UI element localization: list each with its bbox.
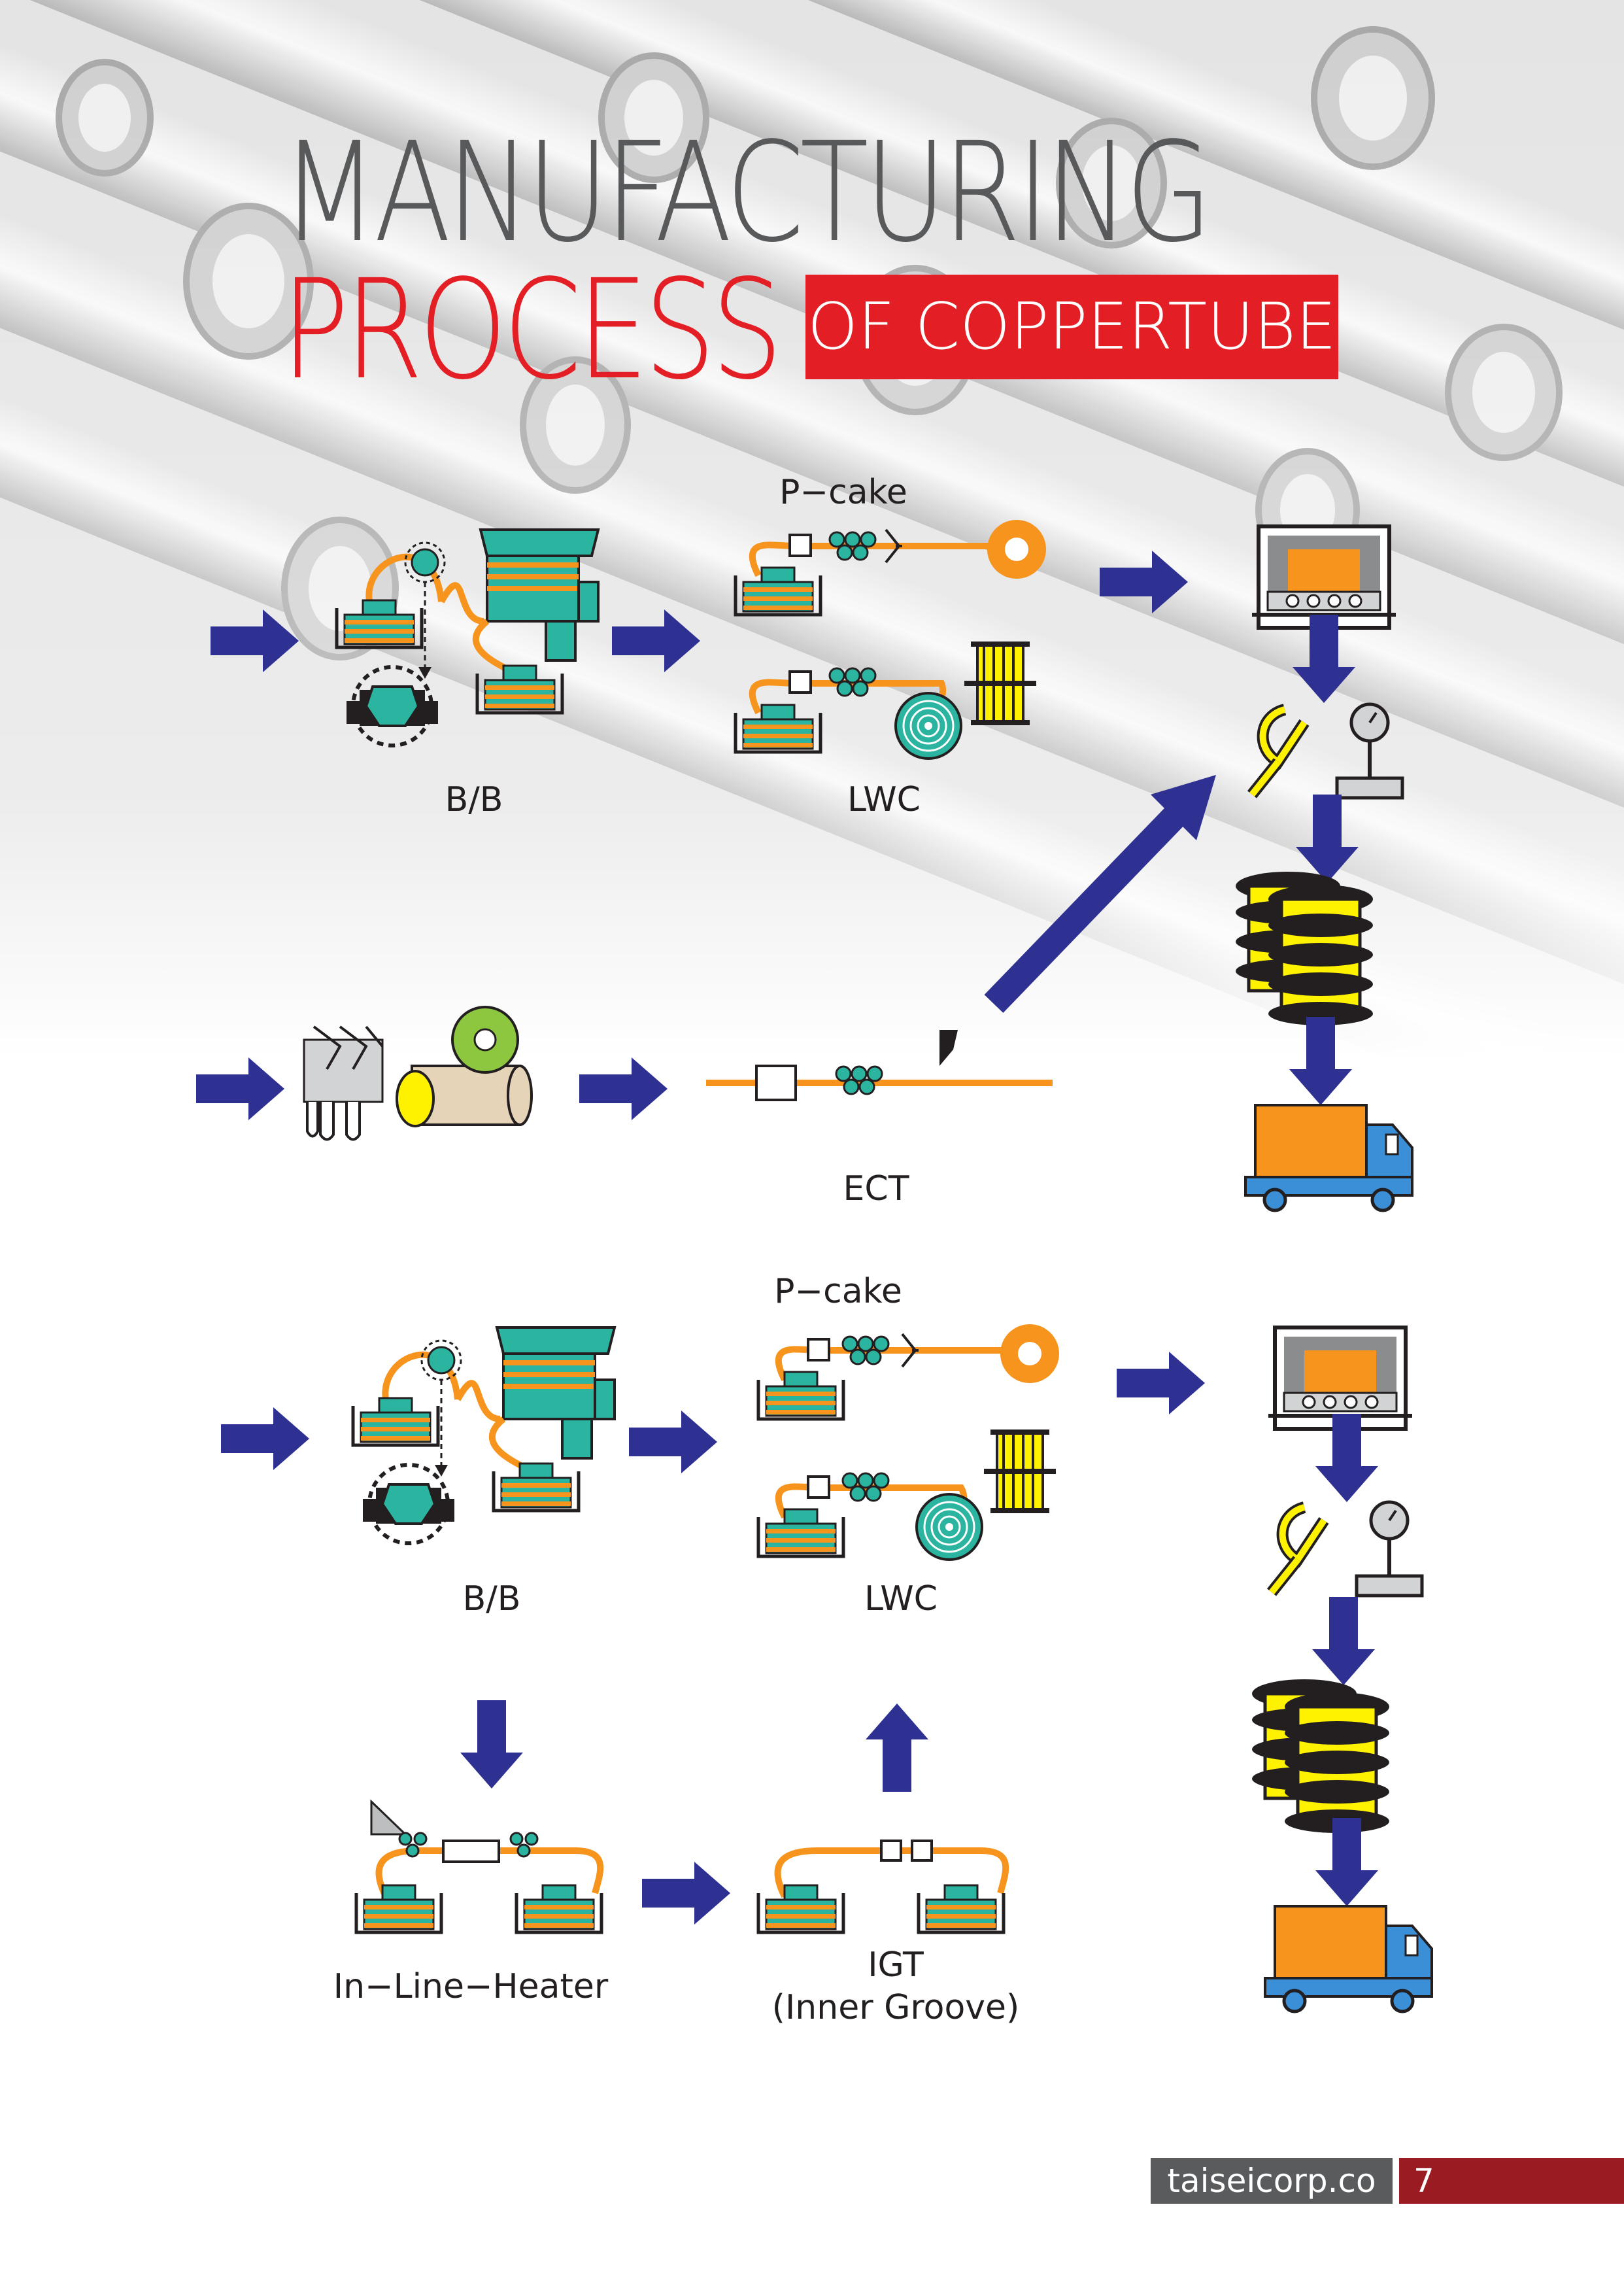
igt-line: [758, 1840, 1009, 1932]
furnace-top: [1252, 526, 1396, 628]
arrow-bb-to-lwc-bottom: [629, 1411, 717, 1473]
bb-machine-top: [337, 530, 598, 745]
truck-top: [1245, 1105, 1412, 1210]
arrow-billet-to-ect: [579, 1057, 668, 1120]
footer-website: taiseicorp.co: [1151, 2158, 1393, 2204]
furnace-bottom: [1268, 1327, 1412, 1429]
lwc-line-bottom: [758, 1432, 1056, 1561]
lwc-line-top: [736, 644, 1036, 760]
coil-stack-bottom: [1252, 1679, 1389, 1833]
truck-bottom: [1265, 1906, 1432, 2012]
arrow-down-bb-to-heater: [460, 1700, 523, 1789]
pcake-line-bottom: [758, 1324, 1059, 1419]
billet-icon: [396, 1006, 533, 1127]
coil-stack-top: [1236, 872, 1373, 1025]
label-lwc-top: LWC: [847, 780, 921, 819]
bb-machine-bottom: [353, 1327, 615, 1543]
inspection-tools-top: [1252, 704, 1402, 798]
label-lwc-bottom: LWC: [864, 1579, 938, 1618]
label-bb-bottom: B/B: [463, 1579, 521, 1618]
arrow-start-1: [211, 609, 299, 672]
ect-line: [706, 1030, 1053, 1101]
arrow-down-1c: [1289, 1017, 1352, 1105]
label-ect: ECT: [843, 1169, 909, 1208]
arrow-up-igt-to-lwc: [866, 1703, 928, 1792]
arrow-start-2: [221, 1407, 309, 1470]
arrow-ect-to-inspection: [984, 775, 1216, 1013]
page-number: 7: [1399, 2158, 1624, 2204]
pcake-line-top: [736, 520, 1046, 615]
casting-icon: [303, 1025, 384, 1141]
arrow-down-1b: [1296, 795, 1359, 883]
title-process: PROCESS: [281, 250, 783, 410]
arrow-down-2b: [1312, 1597, 1375, 1685]
arrow-lwc-to-furnace-bottom: [1117, 1352, 1205, 1414]
label-igt-inner-groove: (Inner Groove): [772, 1988, 1020, 2027]
title-subtag: OF COPPERTUBE: [805, 275, 1338, 379]
arrow-heater-to-igt: [642, 1862, 730, 1925]
inline-heater-line: [356, 1799, 604, 1932]
label-pcake-top: P−cake: [779, 473, 907, 512]
inspection-tools-bottom: [1272, 1502, 1422, 1596]
arrow-lwc-to-furnace-top: [1100, 551, 1188, 613]
label-inline-heater: In−Line−Heater: [333, 1967, 609, 2006]
label-pcake-bottom: P−cake: [774, 1272, 902, 1311]
label-igt: IGT: [868, 1945, 924, 1985]
arrow-bb-to-lwc-top: [612, 609, 700, 672]
title-manufacturing: MANUFACTURING: [281, 112, 1213, 273]
arrow-start-ect: [196, 1057, 284, 1120]
label-bb-top: B/B: [445, 780, 503, 819]
